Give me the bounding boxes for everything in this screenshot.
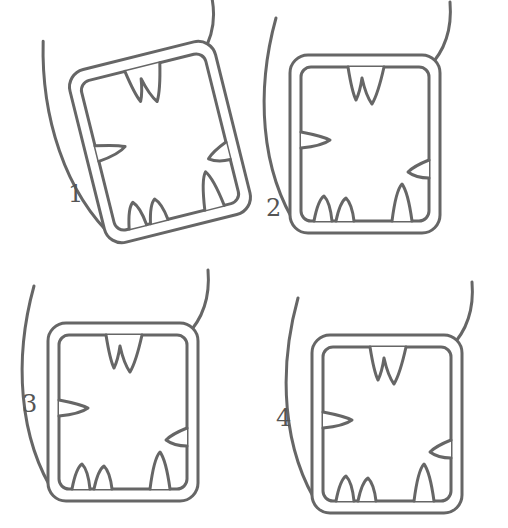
callout-number: 3 — [22, 392, 37, 416]
callout-number: 4 — [276, 406, 291, 430]
section-sketch — [22, 270, 208, 501]
section-sketch — [28, 0, 265, 253]
section-sketch — [264, 2, 450, 233]
section-sketch — [286, 282, 472, 513]
callout-number: 1 — [68, 182, 83, 206]
callout-number: 2 — [266, 196, 281, 220]
